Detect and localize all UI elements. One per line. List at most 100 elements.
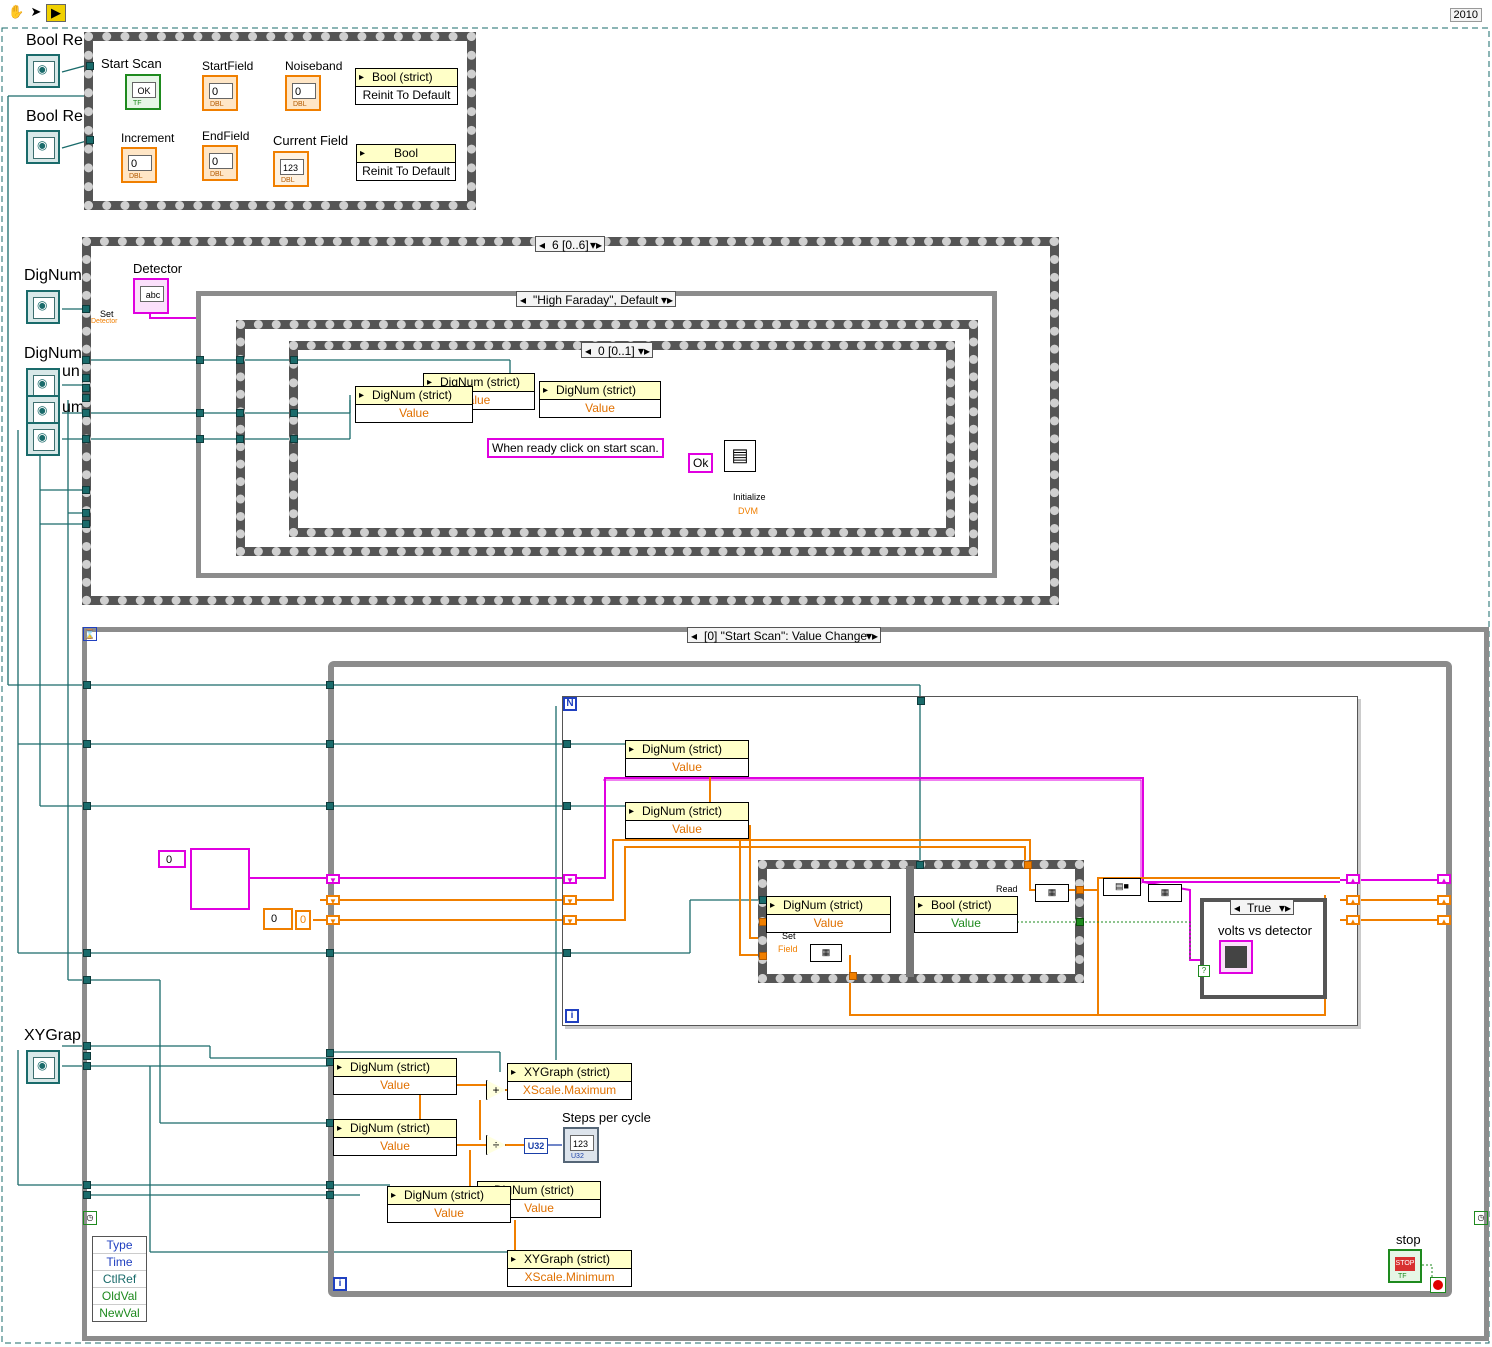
bool-strict-reinit-title: Bool (strict) (356, 69, 457, 87)
increment-dbl-tag: DBL (129, 173, 143, 180)
dignum-node-3[interactable]: DigNum (strict) Value (766, 896, 891, 933)
start-scan-control[interactable]: OK TF (125, 74, 161, 110)
event-left-timeout-icon: ◷ (83, 1211, 97, 1225)
noiseband-dbl-tag: DBL (293, 101, 307, 108)
measure-tunnel-8 (849, 972, 857, 980)
bool-strict-reinit-node[interactable]: Bool (strict) Reinit To Default (355, 68, 458, 105)
dvm-label: DVM (738, 506, 758, 516)
arrow-tool-icon[interactable]: ➤ (30, 4, 42, 19)
build-array-icon-1[interactable]: ▤■ (1103, 878, 1141, 896)
dignum-node-5[interactable]: DigNum (strict) Value (333, 1119, 457, 1156)
end-field-control[interactable]: 0 DBL (202, 145, 238, 181)
bool-ref-terminal-2[interactable] (26, 130, 60, 164)
run-icon[interactable]: ▶ (46, 4, 66, 22)
string-array-constant[interactable]: 0 (158, 848, 250, 910)
inner-seq-tunnel-2 (236, 409, 244, 417)
dignum-prop-node-c[interactable]: DigNum (strict) Value (539, 381, 661, 418)
start-field-control[interactable]: 0 DBL (202, 75, 238, 111)
noiseband-value: 0 (292, 83, 316, 99)
xygraph-ref-terminal[interactable] (26, 1050, 60, 1084)
measure-frame-divider (906, 866, 914, 977)
event-data-node[interactable]: Type Time CtlRef OldVal NewVal (92, 1236, 147, 1322)
dn2-title: DigNum (strict) (626, 803, 748, 821)
for-tunnel-3 (563, 949, 571, 957)
detector-control[interactable]: abc (133, 278, 169, 314)
loop-tunnel-9 (326, 1191, 334, 1199)
steps-per-cycle-indicator[interactable]: 123 U32 (563, 1127, 599, 1163)
for-shift-string-right: ▲ (1346, 874, 1360, 885)
seq-tunnel-2 (82, 356, 90, 364)
case-selector-terminal: ? (1198, 965, 1210, 977)
build-array-icon-2[interactable]: ▦ (1148, 884, 1182, 902)
true-case-selector[interactable]: True (1230, 899, 1294, 916)
for-shift-dbl-right-2: ▲ (1346, 915, 1360, 926)
seq-tunnel-10 (82, 520, 90, 528)
dignum-node-2[interactable]: DigNum (strict) Value (625, 802, 749, 839)
tunnel-init-1 (86, 62, 94, 70)
while-loop[interactable] (328, 661, 1452, 1297)
ok-constant[interactable]: Ok (688, 453, 714, 473)
measure-tunnel-5 (1024, 861, 1032, 869)
seq-tunnel-8 (82, 486, 90, 494)
innermost-tunnel-3 (290, 435, 298, 443)
while-stop-terminal[interactable] (1430, 1277, 1446, 1293)
bool-ref-terminal-1[interactable] (26, 54, 60, 88)
sequence-selector[interactable]: 6 [0..6] (535, 236, 605, 253)
dignum-c-title: DigNum (strict) (540, 382, 660, 400)
volts-vs-detector-graph[interactable] (1219, 940, 1253, 974)
end-field-label: EndField (202, 129, 250, 143)
dbl-array-constant[interactable]: 0 0 (263, 908, 313, 932)
evt-tunnel-4 (83, 949, 91, 957)
event-right-timeout-icon: ◷ (1474, 1211, 1488, 1225)
detector-value: abc (140, 286, 164, 302)
dn2-prop: Value (672, 822, 702, 836)
shift-register-dbl-right-1: ▲ (1437, 895, 1451, 906)
case-tunnel-3 (196, 435, 204, 443)
one-button-dialog-icon[interactable]: ▤ (724, 440, 756, 472)
high-faraday-selector[interactable]: "High Faraday", Default (516, 291, 676, 308)
dignum-c-prop: Value (585, 401, 615, 415)
for-loop-count-terminal: N (563, 697, 577, 711)
init-flat-sequence-frame[interactable] (84, 32, 476, 210)
innermost-tunnel-1 (290, 356, 298, 364)
dbl-array-element: 0 (295, 910, 311, 930)
stop-button-control[interactable]: STOP TF (1388, 1249, 1422, 1283)
current-field-indicator[interactable]: 123 DBL (273, 151, 309, 187)
seq-tunnel-3 (82, 374, 90, 382)
event-selector[interactable]: [0] "Start Scan": Value Change (687, 627, 881, 644)
ref-label-dignum-1: DigNum (24, 267, 82, 284)
dignum-node-6[interactable]: DigNum (strict) Value (387, 1186, 511, 1223)
hand-tool-icon[interactable]: ✋ (8, 4, 25, 19)
noiseband-control[interactable]: 0 DBL (285, 75, 321, 111)
current-field-label: Current Field (273, 133, 349, 148)
dignum-b-prop: alue (467, 393, 491, 407)
measure-tunnel-6 (1076, 886, 1084, 894)
start-field-label: StartField (202, 59, 254, 73)
ready-message-constant[interactable]: When ready click on start scan. (487, 438, 664, 458)
xygraph-min-node[interactable]: XYGraph (strict) XScale.Minimum (507, 1250, 632, 1287)
bool-read-node[interactable]: Bool (strict) Value (914, 896, 1018, 933)
read-subvi-icon[interactable]: ▦ (1035, 884, 1069, 902)
dignum-node-4[interactable]: DigNum (strict) Value (333, 1058, 457, 1095)
dignum-node-1[interactable]: DigNum (strict) Value (625, 740, 749, 777)
bool-reinit-title: Bool (357, 145, 455, 163)
xygraph-max-node[interactable]: XYGraph (strict) XScale.Maximum (507, 1063, 632, 1100)
event-data-oldval: OldVal (93, 1288, 146, 1305)
bool-reinit-node[interactable]: Bool Reinit To Default (356, 144, 456, 181)
increment-value: 0 (128, 155, 152, 171)
bool-read-title: Bool (strict) (915, 897, 1017, 915)
dignum-ref-terminal-1[interactable] (26, 290, 60, 324)
for-loop[interactable] (562, 696, 1358, 1026)
dn3-title: DigNum (strict) (767, 897, 890, 915)
ref-label-bool-1: Bool Re (26, 32, 83, 49)
dn5-prop: Value (380, 1139, 410, 1153)
set-field-subvi-icon[interactable]: ▦ (810, 944, 842, 962)
to-u32-function[interactable]: U32 (524, 1138, 548, 1154)
case-tunnel-2 (196, 409, 204, 417)
seq-tunnel-1 (82, 305, 90, 313)
dignum-prop-node-a[interactable]: DigNum (strict) Value (355, 386, 473, 423)
dignum-ref-terminal-4[interactable] (26, 422, 60, 456)
innermost-selector[interactable]: 0 [0..1] (581, 342, 653, 359)
increment-control[interactable]: 0 DBL (121, 147, 157, 183)
